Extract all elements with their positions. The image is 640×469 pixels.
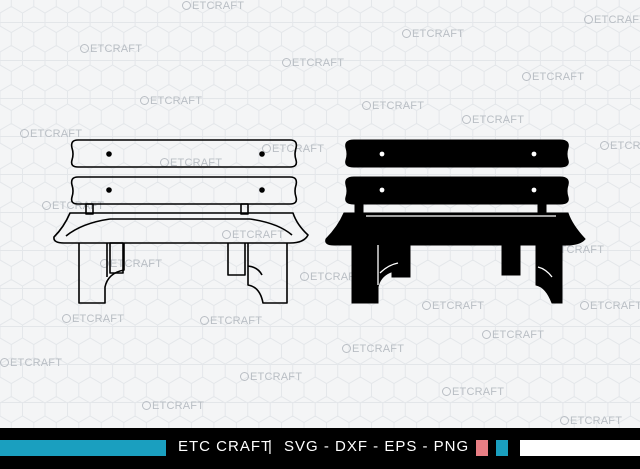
plank-line (0, 364, 640, 365)
watermark-logo-icon (262, 144, 271, 153)
plank-line (0, 250, 640, 251)
watermark-logo-icon (560, 416, 569, 425)
watermark: ETCRAFT (282, 57, 344, 69)
plank-line (0, 288, 640, 289)
watermark: ETCRAFT (182, 0, 244, 12)
watermark: ETCRAFT (20, 128, 82, 140)
watermark-logo-icon (80, 44, 89, 53)
footer-formats: SVG - DXF - EPS - PNG (284, 438, 470, 455)
watermark-logo-icon (442, 387, 451, 396)
watermark-logo-icon (240, 372, 249, 381)
footer-bar: ETC CRAFT | SVG - DXF - EPS - PNG (0, 428, 640, 469)
watermark: ETCRAFT (482, 329, 544, 341)
watermark-logo-icon (580, 301, 589, 310)
footer-accent-bar-left (0, 440, 166, 456)
watermark-logo-icon (362, 101, 371, 110)
watermark: ETCRAFT (580, 300, 640, 312)
watermark-logo-icon (62, 314, 71, 323)
watermark: ETCRAFT (362, 100, 424, 112)
watermark: ETCRAFT (342, 343, 404, 355)
plank-line (0, 136, 640, 137)
plank-line (0, 22, 640, 23)
watermark-logo-icon (342, 344, 351, 353)
watermark-logo-icon (182, 1, 191, 10)
footer-brand: ETC CRAFT (178, 438, 272, 455)
watermark: ETCRAFT (402, 28, 464, 40)
plank-line (0, 212, 640, 213)
watermark-logo-icon (482, 330, 491, 339)
watermark: ETCRAFT (442, 386, 504, 398)
watermark-logo-icon (522, 72, 531, 81)
plank-line (0, 98, 640, 99)
plank-line (0, 326, 640, 327)
watermark-logo-icon (300, 272, 309, 281)
watermark: ETCRAFT (584, 14, 640, 26)
watermark-logo-icon (140, 96, 149, 105)
footer-pink-square (476, 440, 488, 456)
watermark: ETCRAFT (262, 143, 324, 155)
watermark-logo-icon (600, 141, 609, 150)
watermark: ETCRAFT (0, 357, 62, 369)
watermark: ETCRAFT (600, 140, 640, 152)
watermark-logo-icon (422, 301, 431, 310)
watermark-logo-icon (222, 230, 231, 239)
plank-line (0, 174, 640, 175)
watermark: ETCRAFT (200, 315, 262, 327)
footer-cyan-square (496, 440, 508, 456)
watermark-logo-icon (282, 58, 291, 67)
watermark: ETCRAFT (222, 229, 284, 241)
watermark-logo-icon (402, 29, 411, 38)
watermark-logo-icon (200, 316, 209, 325)
watermark: ETCRAFT (240, 371, 302, 383)
watermark: ETCRAFT (462, 114, 524, 126)
watermark-logo-icon (0, 358, 9, 367)
bench-outline (53, 139, 309, 304)
watermark: ETCRAFT (142, 400, 204, 412)
plank-line (0, 402, 640, 403)
watermark: ETCRAFT (522, 71, 584, 83)
watermark-logo-icon (462, 115, 471, 124)
watermark: ETCRAFT (62, 313, 124, 325)
watermark: ETCRAFT (140, 95, 202, 107)
watermark-logo-icon (584, 15, 593, 24)
watermark: ETCRAFT (42, 200, 104, 212)
watermark-logo-icon (142, 401, 151, 410)
watermark: ETCRAFT (300, 271, 362, 283)
footer-separator: | (268, 438, 273, 455)
watermark: ETCRAFT (560, 415, 622, 427)
watermark-logo-icon (20, 129, 29, 138)
watermark: ETCRAFT (422, 300, 484, 312)
watermark-logo-icon (100, 259, 109, 268)
plank-line (0, 60, 640, 61)
watermark: ETCRAFT (80, 43, 142, 55)
footer-accent-bar-right (520, 440, 640, 456)
bench-silhouette (325, 139, 586, 304)
watermark-logo-icon (42, 201, 51, 210)
